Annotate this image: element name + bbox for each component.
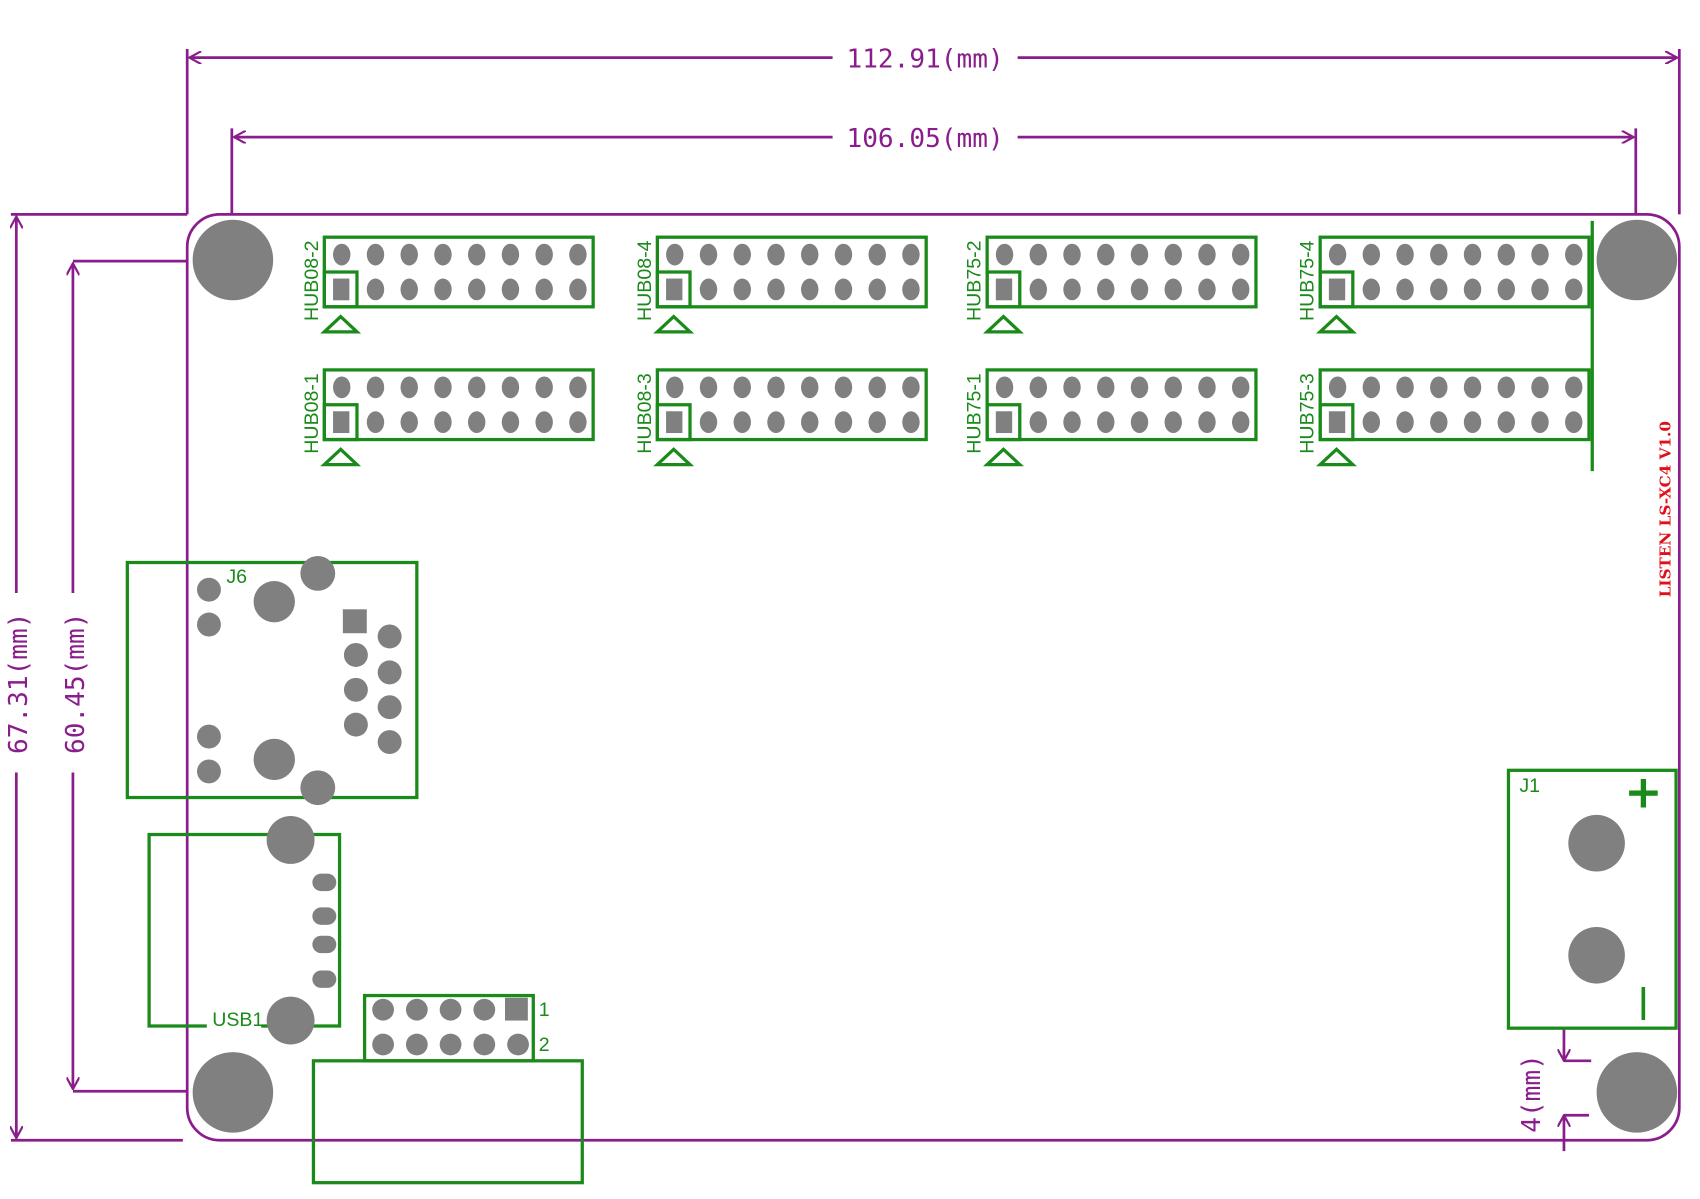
dimension-hole-spacing-height: 60.45(mm) — [61, 259, 188, 1093]
edge-offset-label: 4(mm) — [1517, 1054, 1547, 1133]
usb1-label: USB1 — [212, 1009, 263, 1031]
dimension-hole-spacing-width: 106.05(mm) — [230, 124, 1638, 215]
pin1-triangle-icon — [1316, 447, 1357, 467]
board-marking: LISTEN LS-XC4 V1.0 — [1657, 421, 1675, 597]
j6-label: J6 — [226, 566, 247, 588]
header-label: HUB08-1 — [301, 373, 323, 454]
power-connector-j1: J1 + | — [1506, 765, 1678, 1030]
pin1-triangle-icon — [320, 314, 362, 334]
header-label: HUB08-2 — [301, 240, 323, 321]
header-hub08-2: HUB08-2 — [301, 235, 595, 334]
dimension-edge-offset: 4(mm) — [1517, 1028, 1592, 1152]
header-hub08-1: HUB08-1 — [301, 368, 595, 467]
j1-label: J1 — [1519, 775, 1540, 797]
mounting-hole — [1596, 1052, 1678, 1133]
minus-marker: | — [1637, 982, 1649, 1021]
dimension-overall-width: 112.91(mm) — [185, 44, 1681, 215]
header-hub75-1: HUB75-1 — [964, 368, 1258, 467]
plus-marker: + — [1624, 765, 1662, 818]
ten-pin-header: 1 2 — [311, 993, 584, 1185]
mounting-hole — [1596, 219, 1678, 301]
hole-spacing-height-label: 60.45(mm) — [61, 613, 91, 754]
overall-height-label: 67.31(mm) — [4, 613, 34, 754]
header-hub08-3: HUB08-3 — [634, 368, 928, 467]
pin1-triangle-icon — [653, 447, 695, 467]
pin1-triangle-icon — [653, 314, 695, 334]
header-label: HUB08-4 — [634, 240, 656, 321]
pin1-triangle-icon — [982, 314, 1024, 334]
ethernet-jack-j6: J6 — [125, 555, 419, 806]
header-hub75-2: HUB75-2 — [964, 235, 1258, 334]
header-label: HUB75-1 — [964, 373, 986, 454]
pin1-triangle-icon — [320, 447, 362, 467]
header-label: HUB75-3 — [1297, 373, 1319, 454]
header-hub08-4: HUB08-4 — [634, 235, 928, 334]
hole-spacing-width-label: 106.05(mm) — [846, 124, 1003, 154]
pin2-label: 2 — [539, 1034, 550, 1056]
header-label: HUB08-3 — [634, 373, 656, 454]
header-label: HUB75-2 — [964, 240, 986, 321]
overall-width-label: 112.91(mm) — [846, 44, 1003, 74]
board-outline — [185, 212, 1681, 1142]
header-hub75-4: HUB75-4 — [1297, 235, 1591, 334]
mounting-hole — [192, 219, 274, 301]
header-hub75-3: HUB75-3 — [1297, 368, 1591, 467]
pin1-triangle-icon — [1316, 314, 1357, 334]
mounting-hole — [192, 1052, 274, 1133]
pin1-triangle-icon — [982, 447, 1024, 467]
pin1-label: 1 — [539, 999, 550, 1021]
usb-connector-usb1: USB1 — [147, 816, 342, 1045]
dimension-overall-height: 67.31(mm) — [4, 212, 188, 1142]
header-label: HUB75-4 — [1297, 240, 1319, 321]
